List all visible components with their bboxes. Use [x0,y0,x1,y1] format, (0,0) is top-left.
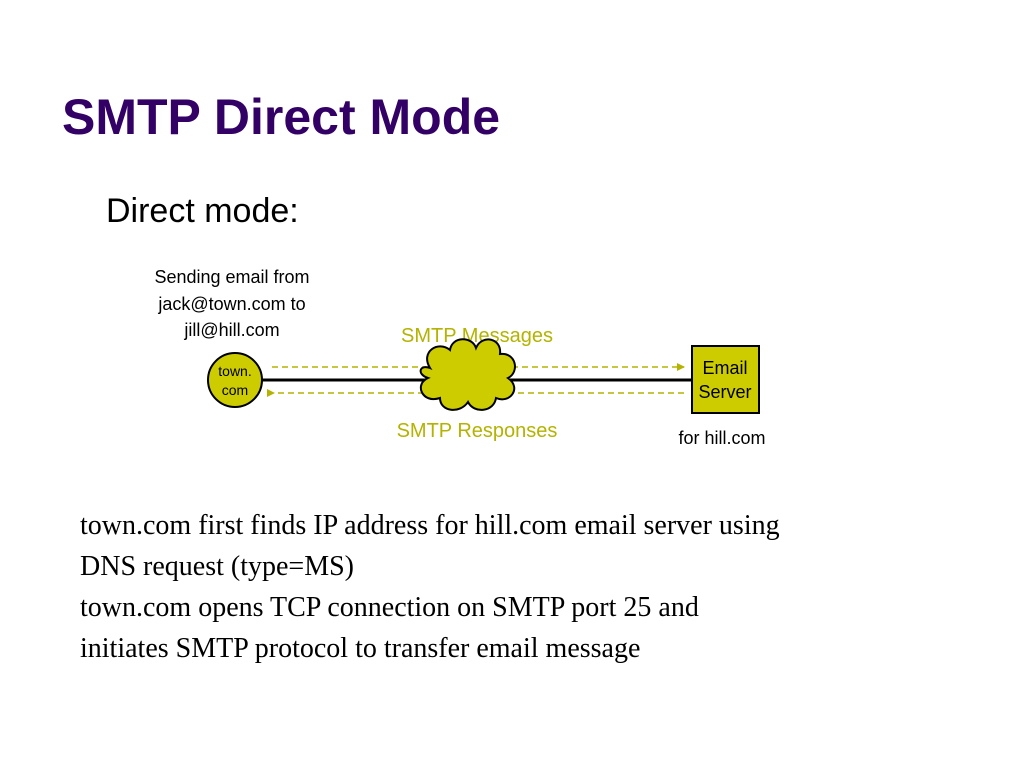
body-line: town.com opens TCP connection on SMTP po… [80,592,699,623]
smtp-responses-label: SMTP Responses [397,420,558,442]
diagram-caption-line: jill@hill.com [183,320,279,340]
body-line: town.com first finds IP address for hill… [80,510,780,541]
town-com-label: town. [218,363,251,379]
body-line: initiates SMTP protocol to transfer emai… [80,633,641,664]
slide-title: SMTP Direct Mode [62,89,501,145]
body-line: DNS request (type=MS) [80,551,354,582]
diagram-caption-line: Sending email from [154,267,309,287]
diagram-caption-line: jack@town.com to [157,294,305,314]
slide-subtitle: Direct mode: [106,192,299,230]
email-server-label: Server [698,382,751,402]
email-server-label: Email [702,358,747,378]
network-cloud-icon [419,338,516,411]
town-com-node [207,352,263,408]
smtp-messages-label: SMTP Messages [401,325,553,347]
email-server-node [691,345,760,414]
body-text: town.com first finds IP address for hill… [80,505,980,669]
town-com-label: com [222,382,248,398]
server-caption: for hill.com [678,428,765,448]
